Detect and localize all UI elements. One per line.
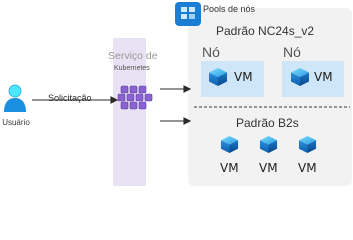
- arrows: [32, 85, 192, 125]
- node-label: Nó: [283, 44, 301, 60]
- service-band: [113, 38, 146, 186]
- vm-label: VM: [234, 70, 253, 84]
- service-title: Serviço de: [108, 50, 158, 62]
- diagram-canvas: [4, 2, 352, 186]
- pool2-arrow-head: [183, 117, 192, 125]
- node-pool-icon: [175, 2, 201, 26]
- user-label: Usuário: [2, 118, 30, 127]
- pools-title: Pools de nós: [203, 4, 256, 14]
- pool2-title: Padrão B2s: [236, 116, 299, 130]
- service-subtitle: Kubernetes: [114, 65, 150, 72]
- vm-label: VM: [220, 161, 239, 175]
- node-label: Nó: [202, 44, 220, 60]
- request-arrow-head: [110, 96, 119, 104]
- vm-label: VM: [298, 161, 317, 175]
- pool1-title: Padrão NC24s_v2: [216, 24, 315, 38]
- user-icon: [4, 84, 26, 112]
- pool1-arrow-head: [183, 85, 192, 93]
- vm-label: VM: [259, 161, 278, 175]
- request-label: Solicitação: [48, 93, 92, 103]
- kubernetes-service-icon: [117, 85, 153, 110]
- vm-label: VM: [314, 70, 333, 84]
